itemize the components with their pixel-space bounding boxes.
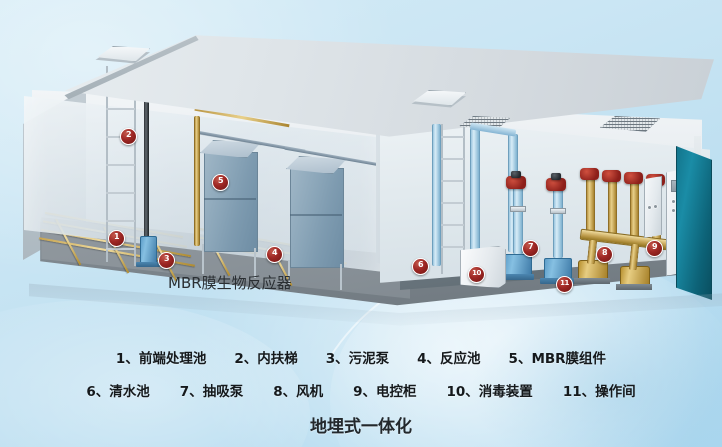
legend-item-5: 5、MBR膜组件 xyxy=(508,350,607,367)
legend-item-11: 11、操作间 xyxy=(562,383,636,400)
cabinet-indicator-1 xyxy=(672,200,675,203)
blower-riser-2 xyxy=(608,180,617,242)
sludge-riser-pipe xyxy=(144,94,149,266)
callout-7: 7 xyxy=(522,240,539,257)
secondary-control-panel xyxy=(644,176,662,238)
callout-8: 8 xyxy=(596,246,613,263)
pump-flange-2 xyxy=(550,208,566,214)
blower-riser-3 xyxy=(630,182,639,244)
blower-valve-2 xyxy=(602,170,621,182)
disinfection-device xyxy=(460,246,506,288)
main-diagram-label: MBR膜生物反应器 xyxy=(168,274,292,292)
legend: 1、前端处理池 2、内扶梯 3、污泥泵 4、反应池 5、MBR膜组件 6、清水池… xyxy=(0,340,722,406)
callout-5: 5 xyxy=(212,174,229,191)
legend-row-2: 6、清水池 7、抽吸泵 8、风机 9、电控柜 10、消毒装置 11、操作间 xyxy=(0,373,722,406)
callout-6: 6 xyxy=(412,258,429,275)
callout-9: 9 xyxy=(646,240,663,257)
callout-10: 10 xyxy=(468,266,485,283)
cabinet-indicator-4 xyxy=(672,209,675,212)
bottom-caption: 地埋式一体化 xyxy=(310,417,412,437)
legend-row-1: 1、前端处理池 2、内扶梯 3、污泥泵 4、反应池 5、MBR膜组件 xyxy=(0,340,722,373)
roof-vent-grate-right xyxy=(599,116,660,132)
callout-2: 2 xyxy=(120,128,137,145)
sludge-pump-base xyxy=(136,262,160,267)
suction-pump-1-base xyxy=(500,274,534,280)
callout-4: 4 xyxy=(266,246,283,263)
legend-item-1: 1、前端处理池 xyxy=(115,350,207,367)
entrance-door[interactable] xyxy=(676,146,712,300)
legend-item-8: 8、风机 xyxy=(273,383,324,400)
suction-pipe-a xyxy=(470,128,480,250)
callout-11: 11 xyxy=(556,276,573,293)
legend-item-4: 4、反应池 xyxy=(417,350,481,367)
pump-valve-1 xyxy=(506,176,526,189)
pump-riser-2 xyxy=(553,188,563,258)
pump-valve-2 xyxy=(546,178,566,191)
mbr-membrane-module-1 xyxy=(198,132,262,278)
legend-item-2: 2、内扶梯 xyxy=(234,350,298,367)
blower-valve-1 xyxy=(580,168,599,180)
blower-valve-3 xyxy=(624,172,643,184)
panel-indicator-1 xyxy=(648,206,651,209)
legend-item-6: 6、清水池 xyxy=(86,383,150,400)
panel-indicator-2 xyxy=(654,205,657,208)
blower-2-base xyxy=(616,284,652,290)
suction-riser-pipe xyxy=(432,124,441,266)
pump-valve-handle-2 xyxy=(551,173,561,180)
wastewater-treatment-tank: 1 2 3 4 5 6 7 8 9 10 11 xyxy=(8,28,722,326)
blower-1-base xyxy=(574,278,610,284)
legend-item-10: 10、消毒装置 xyxy=(446,383,533,400)
callout-3: 3 xyxy=(158,252,175,269)
pump-valve-handle-1 xyxy=(511,171,521,178)
legend-item-3: 3、污泥泵 xyxy=(325,350,390,367)
aeration-riser-left xyxy=(194,116,200,246)
legend-item-7: 7、抽吸泵 xyxy=(179,383,244,400)
pump-flange-1 xyxy=(510,206,526,212)
callout-1: 1 xyxy=(108,230,125,247)
pump-riser-1 xyxy=(513,186,523,254)
clear-water-pool-ladder xyxy=(440,124,466,277)
legend-item-9: 9、电控柜 xyxy=(353,383,417,400)
mbr-membrane-module-2 xyxy=(286,156,346,290)
blower-riser-1 xyxy=(586,178,595,240)
